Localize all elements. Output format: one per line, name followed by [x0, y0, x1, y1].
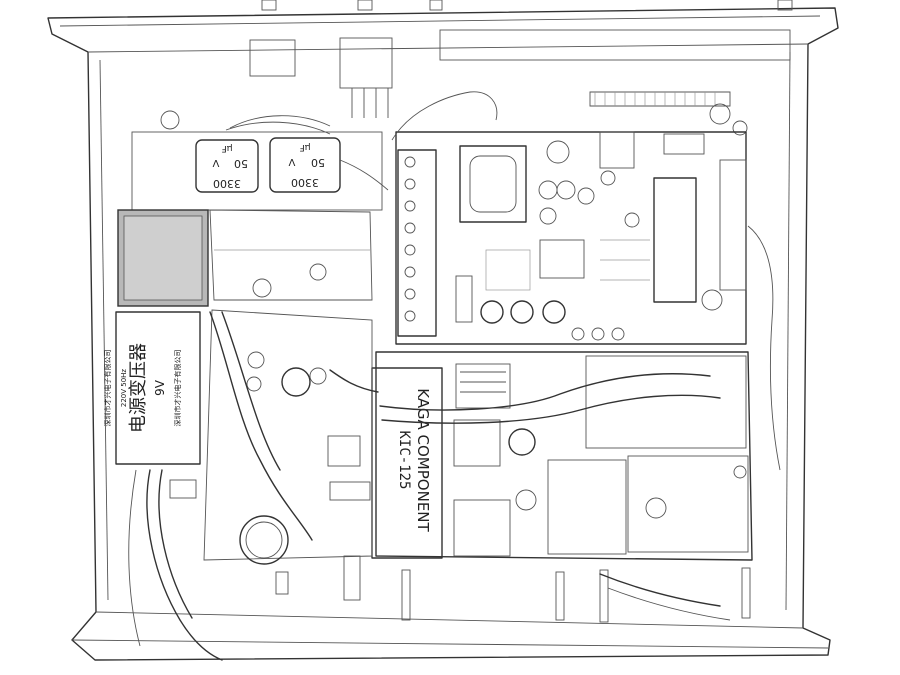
cap-right-unit: V — [288, 156, 295, 167]
transformer-rating: 220V 50Hz — [120, 369, 128, 408]
terminal-screws — [404, 156, 416, 322]
rear-connectors — [160, 29, 791, 136]
front-panel-parts — [343, 555, 751, 623]
capacitor-board: 3300 50 V μF 3300 50 V μF — [131, 115, 389, 211]
transformer-maker: 深圳市才兴电子有限公司 — [173, 350, 182, 427]
cap-left-uf: μF — [222, 143, 233, 153]
cap-left-voltage: 50 — [234, 157, 248, 170]
heatsink-plate — [209, 209, 373, 301]
chassis-frame — [47, 0, 839, 661]
cap-right-uf: μF — [300, 142, 311, 152]
model-number: KIC-125 — [396, 430, 412, 489]
power-transformer: 电源变压器 9V 220V 50Hz 深圳市才兴电子有限公司 深圳市才兴电子有限… — [103, 209, 209, 465]
lower-left-board — [169, 309, 373, 595]
cap-left-value: 3300 — [213, 177, 241, 190]
output-board: KAGA COMPONENT KIC-125 — [371, 351, 753, 561]
main-pcb — [395, 131, 747, 345]
pcb-capacitors — [480, 140, 723, 341]
transformer-voltage: 9V — [153, 379, 167, 396]
cap-left-unit: V — [212, 157, 219, 168]
transformer-name: 电源变压器 — [128, 343, 149, 433]
kaga-brand: KAGA COMPONENT — [414, 388, 432, 532]
cap-right-voltage: 50 — [311, 156, 325, 169]
wiring — [128, 91, 781, 661]
cap-right-value: 3300 — [291, 176, 319, 189]
transformer-maker-top: 深圳市才兴电子有限公司 — [103, 350, 112, 427]
